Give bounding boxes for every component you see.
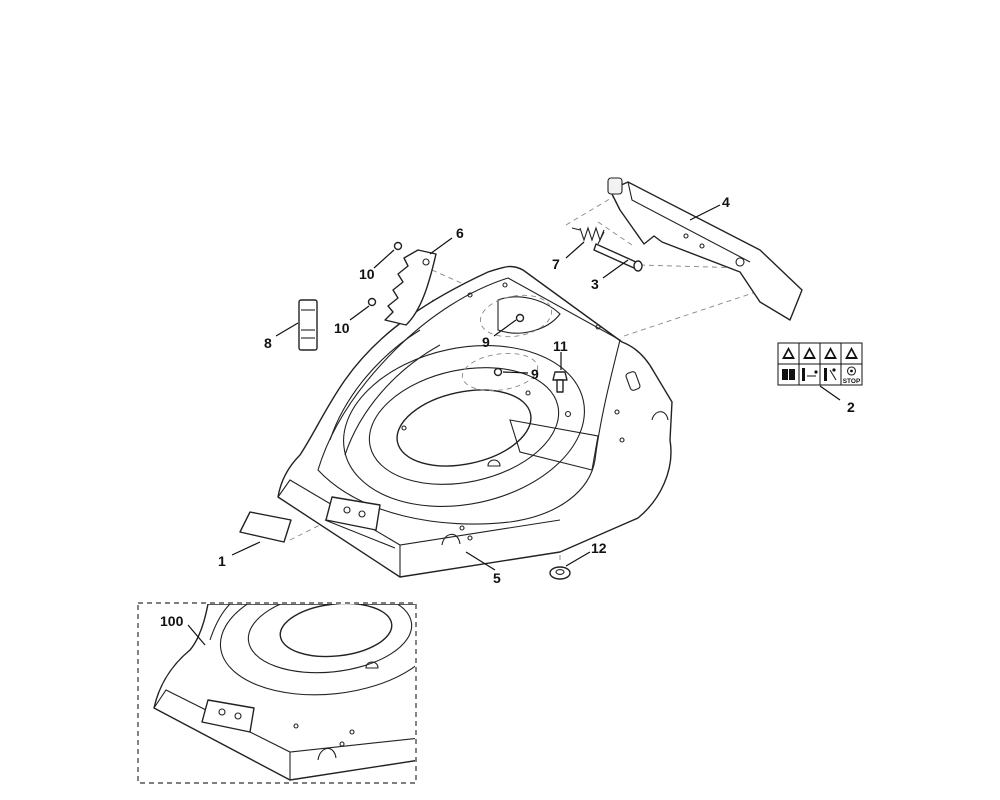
callout-1: 1 [218, 553, 226, 569]
callout-3: 3 [591, 276, 599, 292]
inset-deck-variant [137, 602, 417, 784]
screw-10-lower [367, 297, 377, 307]
stop-icon: STOP [843, 366, 861, 385]
rear-flap [607, 177, 803, 321]
callout-9-lower: 9 [531, 366, 539, 382]
leader-lines [187, 204, 841, 646]
warning-triangle-icon [803, 347, 816, 359]
distance-icon [802, 368, 818, 381]
callout-11: 11 [553, 338, 568, 354]
grip-knob [298, 299, 318, 351]
callout-10-lower: 10 [334, 320, 350, 336]
warning-triangle-icon [845, 347, 858, 359]
rivet-9-upper [515, 313, 525, 323]
warning-triangle-icon [782, 347, 795, 359]
callout-9-upper: 9 [482, 334, 490, 350]
callout-4: 4 [722, 194, 730, 210]
callout-100: 100 [160, 613, 184, 629]
callout-12: 12 [591, 540, 607, 556]
callout-6: 6 [456, 225, 464, 241]
warning-triangle-icon [824, 347, 837, 359]
rivet-9-lower [493, 367, 503, 377]
nut [549, 566, 571, 580]
decal-plate [239, 511, 292, 543]
screw-10-upper [393, 241, 403, 251]
stop-text: STOP [843, 378, 861, 385]
unplug-icon [824, 368, 837, 381]
mower-deck [277, 265, 673, 578]
height-adjuster [384, 249, 437, 326]
spring [571, 226, 605, 245]
callout-5: 5 [493, 570, 501, 586]
callout-2: 2 [847, 399, 855, 415]
callout-8: 8 [264, 335, 272, 351]
manual-book-icon [782, 369, 795, 380]
safety-label: STOP [777, 342, 863, 386]
callouts: 1 2 3 4 5 6 7 8 9 9 10 10 11 12 100 [160, 194, 855, 629]
inset-frame [137, 602, 417, 784]
bolt [552, 371, 568, 393]
callout-10-upper: 10 [359, 266, 375, 282]
callout-7: 7 [552, 256, 560, 272]
